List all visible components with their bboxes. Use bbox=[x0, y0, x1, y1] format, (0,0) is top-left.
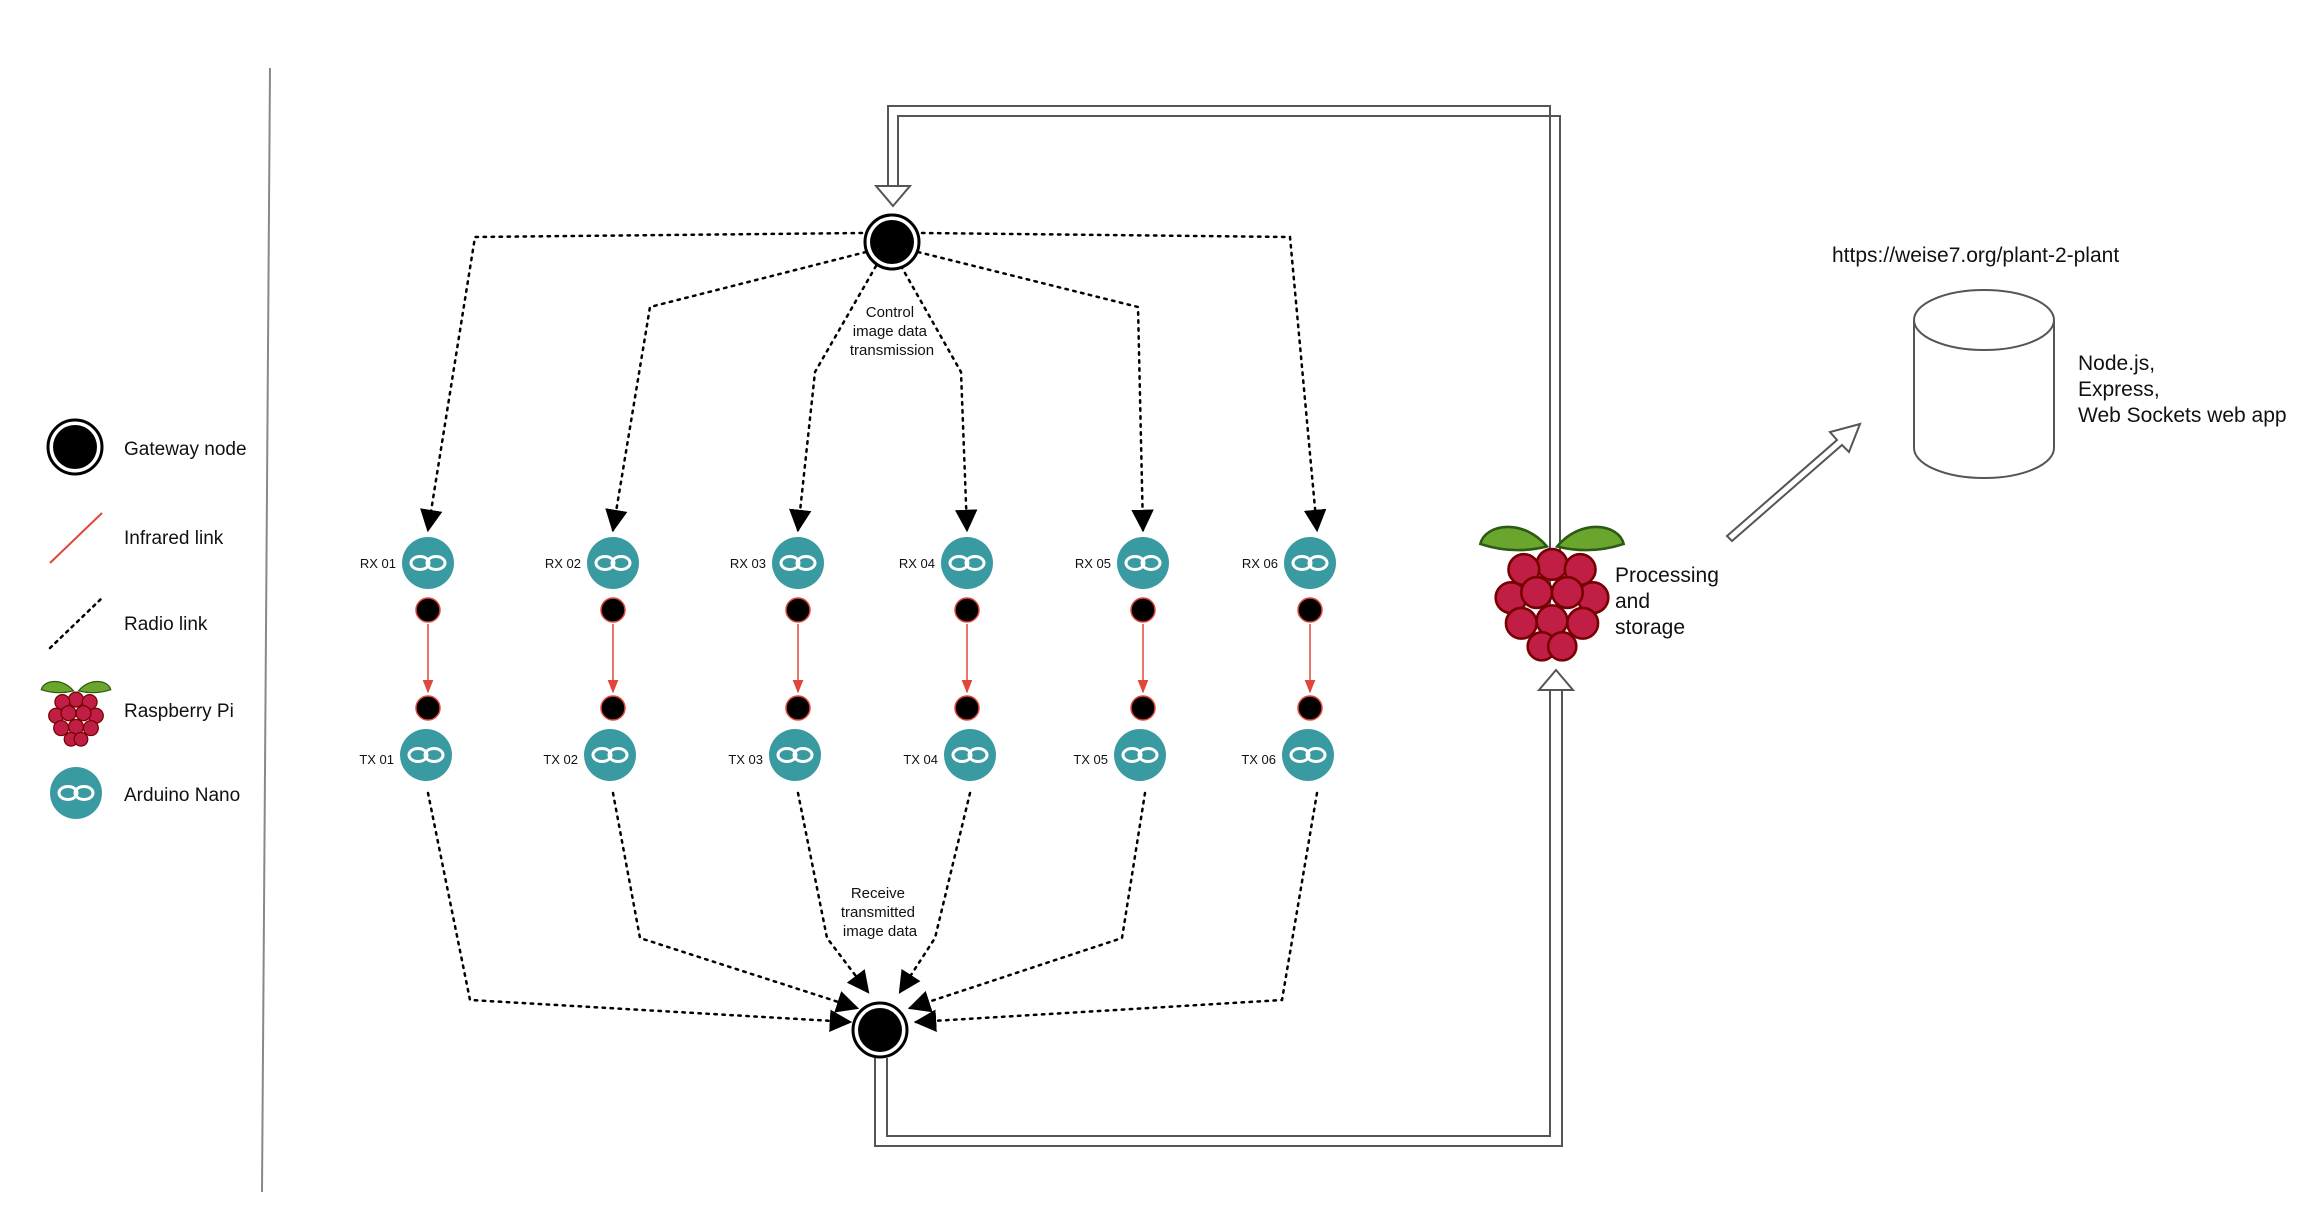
legend: Gateway node Infrared link Radio link Ra… bbox=[40, 418, 247, 819]
radio-link-tx05 bbox=[907, 791, 1147, 1013]
radio-link-rx03 bbox=[788, 264, 878, 533]
top-gateway-caption: Control image data transmission bbox=[850, 304, 934, 359]
radio-link-rx01 bbox=[420, 231, 864, 533]
arduino-icon bbox=[50, 767, 102, 819]
arduino-nano-rx01 bbox=[402, 537, 454, 589]
radio-link-tx04 bbox=[898, 791, 972, 994]
database-icon bbox=[1913, 289, 2055, 479]
legend-separator bbox=[261, 67, 271, 1193]
radio-link-rx06 bbox=[920, 231, 1327, 533]
processing-line-1: Processing bbox=[1615, 564, 1719, 587]
ir-receiver-tx05 bbox=[1130, 695, 1156, 721]
ir-receiver-tx02 bbox=[600, 695, 626, 721]
rx-label-01: RX 01 bbox=[360, 556, 396, 571]
ir-emitter-rx04 bbox=[954, 597, 980, 623]
node-columns: RX 01 TX 01 RX 02 TX 02 RX 03 TX 03 RX 04 TX 04… bbox=[359, 537, 1336, 781]
rx-label-05: RX 05 bbox=[1075, 556, 1111, 571]
ir-receiver-tx03 bbox=[785, 695, 811, 721]
raspberry-pi-icon bbox=[40, 680, 112, 747]
ir-emitter-rx05 bbox=[1130, 597, 1156, 623]
tx-label-04: TX 04 bbox=[903, 752, 938, 767]
ir-emitter-rx06 bbox=[1297, 597, 1323, 623]
rx-label-03: RX 03 bbox=[730, 556, 766, 571]
processing-label: Processing and storage bbox=[1615, 564, 1725, 639]
bottom-caption-line-2: transmitted bbox=[841, 904, 915, 921]
ir-emitter-rx01 bbox=[415, 597, 441, 623]
gateway-node-top bbox=[863, 213, 921, 271]
legend-arduino-label: Arduino Nano bbox=[124, 785, 240, 806]
server-line-1: Node.js, bbox=[2078, 352, 2155, 375]
arduino-nano-tx03 bbox=[769, 729, 821, 781]
arduino-nano-tx04 bbox=[944, 729, 996, 781]
arduino-nano-tx06 bbox=[1282, 729, 1334, 781]
tx-label-05: TX 05 bbox=[1073, 752, 1108, 767]
radio-link-tx03 bbox=[796, 791, 870, 994]
bottom-caption-line-1: Receive bbox=[851, 885, 905, 902]
tx-label-02: TX 02 bbox=[543, 752, 578, 767]
server-line-2: Express, bbox=[2078, 378, 2160, 401]
ir-emitter-rx03 bbox=[785, 597, 811, 623]
raspberry-pi-processing-icon bbox=[1478, 525, 1626, 662]
tx-label-03: TX 03 bbox=[728, 752, 763, 767]
arduino-nano-rx04 bbox=[941, 537, 993, 589]
server-url: https://weise7.org/plant-2-plant bbox=[1832, 244, 2119, 267]
radio-links-bottom bbox=[426, 791, 1319, 1033]
top-caption-line-2: image data bbox=[853, 323, 928, 340]
arduino-nano-rx05 bbox=[1117, 537, 1169, 589]
legend-radio-label: Radio link bbox=[124, 614, 208, 635]
legend-infrared-label: Infrared link bbox=[124, 528, 224, 549]
arduino-nano-tx01 bbox=[400, 729, 452, 781]
arduino-nano-rx02 bbox=[587, 537, 639, 589]
processing-line-2: and bbox=[1615, 590, 1650, 613]
top-caption-line-1: Control bbox=[866, 304, 914, 321]
legend-raspberry-label: Raspberry Pi bbox=[124, 701, 234, 722]
server-line-3: Web Sockets web app bbox=[2078, 404, 2287, 427]
gateway-node-bottom bbox=[851, 1001, 909, 1059]
tx-label-06: TX 06 bbox=[1241, 752, 1276, 767]
arduino-nano-rx03 bbox=[772, 537, 824, 589]
data-pipe-top bbox=[873, 105, 1561, 652]
rx-label-02: RX 02 bbox=[545, 556, 581, 571]
legend-gateway-icon bbox=[46, 418, 104, 476]
legend-gateway-label: Gateway node bbox=[124, 439, 247, 460]
ir-receiver-tx06 bbox=[1297, 695, 1323, 721]
rx-label-06: RX 06 bbox=[1242, 556, 1278, 571]
bottom-gateway-caption: Receive transmitted image data bbox=[841, 885, 919, 940]
radio-link-rx05 bbox=[916, 250, 1154, 533]
ir-receiver-tx04 bbox=[954, 695, 980, 721]
arduino-nano-rx06 bbox=[1284, 537, 1336, 589]
radio-link-tx01 bbox=[426, 791, 853, 1033]
ir-emitter-rx02 bbox=[600, 597, 626, 623]
legend-infrared-icon bbox=[49, 512, 103, 564]
radio-link-tx02 bbox=[611, 791, 860, 1013]
arduino-nano-tx02 bbox=[584, 729, 636, 781]
radio-links-top bbox=[420, 231, 1327, 533]
data-pipe-bottom bbox=[874, 668, 1576, 1147]
processing-line-3: storage bbox=[1615, 616, 1685, 639]
bottom-caption-line-3: image data bbox=[843, 923, 918, 940]
server-label: Node.js, Express, Web Sockets web app bbox=[2078, 352, 2287, 427]
upload-arrow bbox=[1725, 422, 1862, 543]
radio-link-rx04 bbox=[899, 264, 978, 533]
rx-label-04: RX 04 bbox=[899, 556, 935, 571]
arduino-nano-tx05 bbox=[1114, 729, 1166, 781]
tx-label-01: TX 01 bbox=[359, 752, 394, 767]
top-caption-line-3: transmission bbox=[850, 342, 934, 359]
ir-receiver-tx01 bbox=[415, 695, 441, 721]
radio-link-tx06 bbox=[913, 791, 1319, 1033]
legend-radio-icon bbox=[48, 596, 104, 650]
radio-link-rx02 bbox=[605, 250, 868, 533]
